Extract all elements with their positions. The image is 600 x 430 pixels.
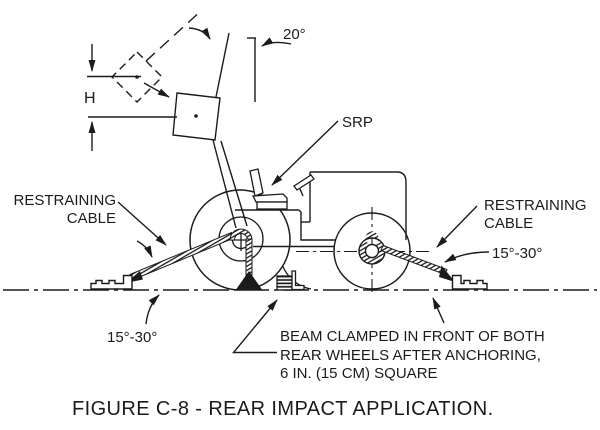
leader-arrows — [117, 120, 490, 354]
left-ground-anchor — [90, 274, 133, 290]
rops-mast — [212, 32, 248, 229]
label-right-cable-angle: 15°-30° — [492, 245, 542, 262]
label-impact-angle: 20° — [283, 26, 306, 43]
label-left-cable-angle: 15°-30° — [107, 329, 157, 346]
left-angle-leader — [145, 294, 160, 325]
right-restraining-cable — [380, 244, 455, 282]
label-srp: SRP — [342, 114, 373, 131]
tractor-body — [235, 171, 407, 248]
left-cable-angle-arc — [136, 240, 153, 258]
left-cable-leader — [117, 201, 167, 246]
label-beam-note-line1: BEAM CLAMPED IN FRONT OF BOTH — [280, 328, 545, 345]
right-ground-anchor — [451, 274, 488, 290]
label-beam-note-line2: REAR WHEELS AFTER ANCHORING, — [280, 347, 541, 364]
label-right-cable-line1: RESTRAINING — [484, 197, 587, 214]
steering-wheel — [293, 174, 315, 191]
clamp-beam — [276, 270, 305, 291]
impact-block — [172, 92, 221, 141]
trajectory-dashed-line — [145, 9, 203, 62]
figure-caption: FIGURE C-8 - REAR IMPACT APPLICATION. — [72, 398, 494, 420]
drop-direction-arrow — [143, 82, 170, 98]
label-beam-note-line3: 6 IN. (15 CM) SQUARE — [280, 365, 438, 382]
seat — [249, 168, 288, 210]
label-left-cable-line2: CABLE — [67, 210, 116, 227]
beam-note-ground-arrow — [432, 297, 445, 324]
srp-leader — [271, 120, 339, 186]
label-drop-height: H — [84, 90, 96, 107]
right-angle-leader — [444, 251, 490, 263]
trajectory-to-mast-arrow — [188, 27, 211, 40]
label-left-cable-line1: RESTRAINING — [13, 192, 116, 209]
beam-note-leader — [232, 299, 278, 354]
front-hub-cable-wrap — [358, 231, 386, 265]
label-right-cable-line2: CABLE — [484, 215, 533, 232]
angle-20-reference — [247, 37, 292, 102]
right-cable-leader — [436, 205, 478, 248]
height-dimension — [87, 44, 177, 151]
